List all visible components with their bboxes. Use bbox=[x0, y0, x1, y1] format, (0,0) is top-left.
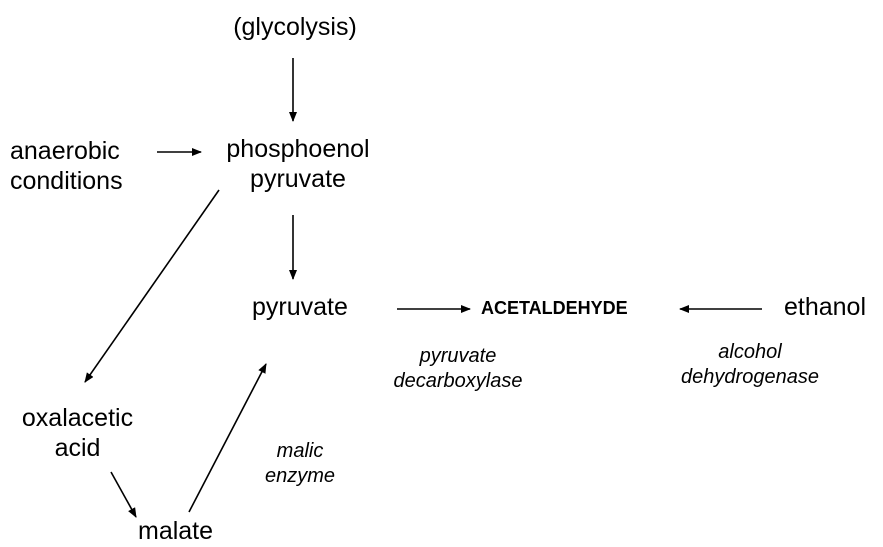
pdc-line2: decarboxylase bbox=[393, 370, 523, 392]
node-acetaldehyde: ACETALDEHYDE bbox=[481, 298, 628, 318]
adh-line1: alcohol bbox=[718, 341, 782, 363]
arrow-malate-to-pyruvate bbox=[188, 363, 267, 513]
node-pyruvate: pyruvate bbox=[252, 293, 348, 321]
node-malate: malate bbox=[138, 517, 214, 545]
enzyme-malic-enzyme: malic enzyme bbox=[250, 439, 350, 489]
oxalacetic-line1: oxalacetic bbox=[21, 404, 134, 432]
pep-line1: phosphoenol bbox=[226, 135, 370, 163]
adh-line2: dehydrogenase bbox=[681, 366, 819, 388]
me-line2: enzyme bbox=[264, 465, 336, 487]
anaerobic-line2: conditions bbox=[10, 167, 123, 195]
node-oxalacetic-acid: oxalacetic acid bbox=[5, 403, 150, 463]
me-line1: malic bbox=[276, 440, 324, 462]
arrow-pep-to-oxalacetic bbox=[84, 189, 220, 383]
arrow-oxalacetic-to-malate bbox=[110, 471, 137, 518]
anaerobic-line1: anaerobic bbox=[10, 137, 120, 165]
enzyme-pyruvate-decarboxylase: pyruvate decarboxylase bbox=[378, 344, 538, 394]
enzyme-alcohol-dehydrogenase: alcohol dehydrogenase bbox=[665, 340, 835, 390]
node-anaerobic-conditions: anaerobic conditions bbox=[10, 136, 123, 196]
node-phosphoenol-pyruvate: phosphoenol pyruvate bbox=[208, 134, 388, 194]
node-ethanol: ethanol bbox=[784, 293, 867, 321]
pdc-line1: pyruvate bbox=[419, 345, 497, 367]
oxalacetic-line2: acid bbox=[54, 434, 101, 462]
node-glycolysis: (glycolysis) bbox=[233, 13, 357, 41]
pep-line2: pyruvate bbox=[250, 165, 346, 193]
